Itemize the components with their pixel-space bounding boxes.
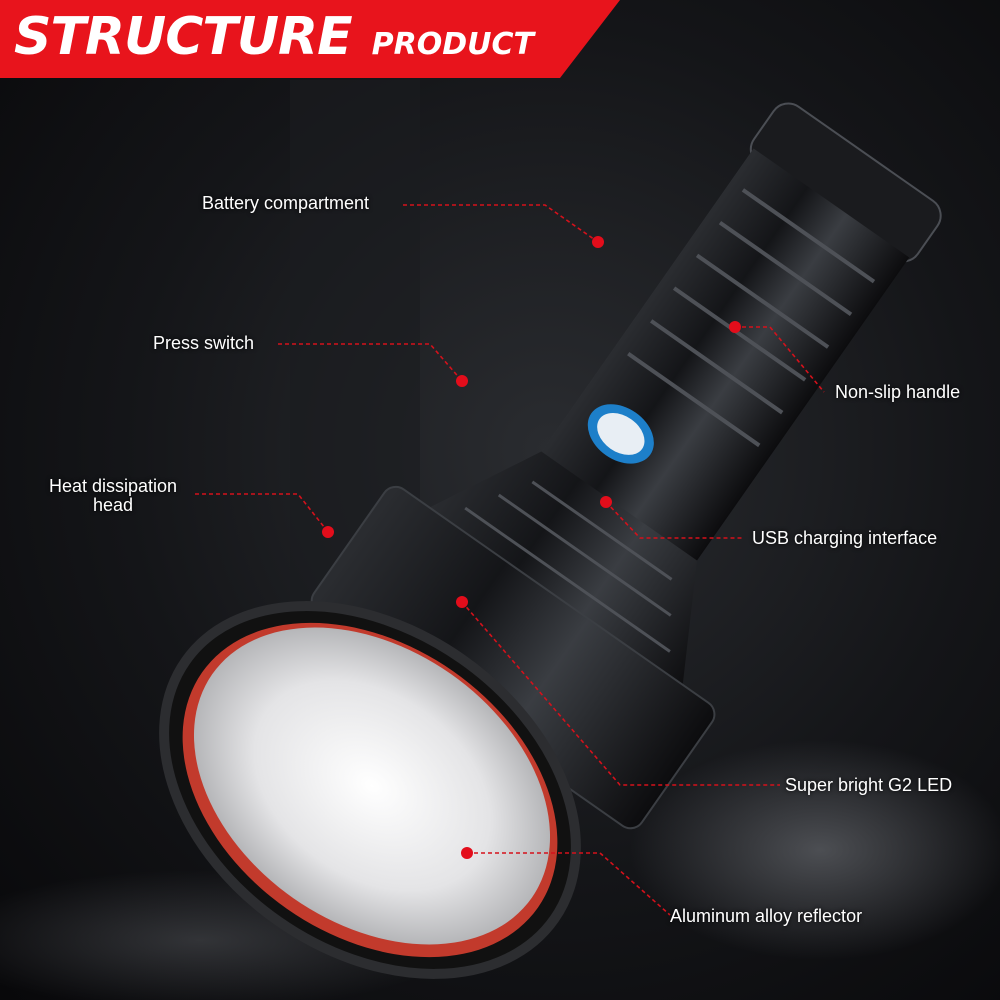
- heat-fins: [464, 480, 673, 653]
- dot-non-slip-handle: [729, 321, 741, 333]
- callout-usb-charging-interface: USB charging interface: [752, 528, 938, 548]
- banner-title: STRUCTURE: [14, 7, 353, 67]
- switch-button: [597, 412, 645, 455]
- callout-non-slip-handle: Non-slip handle: [835, 382, 961, 402]
- leader-lines: [195, 204, 825, 916]
- battery-tube: [535, 148, 910, 569]
- leader-aluminum-alloy-reflector: [467, 852, 671, 916]
- dot-usb-charging-interface: [600, 496, 612, 508]
- banner-shape: [0, 0, 620, 78]
- callout-heat-dissipation-head: Heat dissipation head: [48, 476, 178, 515]
- callout-super-bright-g2-led: Super bright G2 LED: [785, 775, 953, 795]
- handle-grooves: [627, 188, 876, 448]
- callout-aluminum-alloy-reflector: Aluminum alloy reflector: [670, 906, 863, 926]
- callout-battery-compartment: Battery compartment: [202, 193, 370, 213]
- dot-aluminum-alloy-reflector: [461, 847, 473, 859]
- dot-battery-compartment: [592, 236, 604, 248]
- leader-usb-charging-interface: [605, 501, 742, 539]
- dot-super-bright-g2-led: [456, 596, 468, 608]
- leader-heat-dissipation-head: [195, 493, 329, 533]
- banner: STRUCTURE PRODUCT: [14, 2, 534, 72]
- callout-dots: [322, 236, 741, 859]
- banner-subtitle: PRODUCT: [371, 27, 534, 62]
- leader-non-slip-handle: [735, 326, 825, 393]
- reflector: [193, 627, 551, 945]
- callout-press-switch: Press switch: [153, 333, 255, 353]
- flashlight-body: [310, 102, 942, 830]
- smoke-effect: [630, 740, 1000, 960]
- leader-press-switch: [278, 343, 463, 382]
- dot-press-switch: [456, 375, 468, 387]
- dot-heat-dissipation-head: [322, 526, 334, 538]
- leader-battery-compartment: [403, 204, 599, 243]
- leader-super-bright-g2-led: [461, 601, 780, 786]
